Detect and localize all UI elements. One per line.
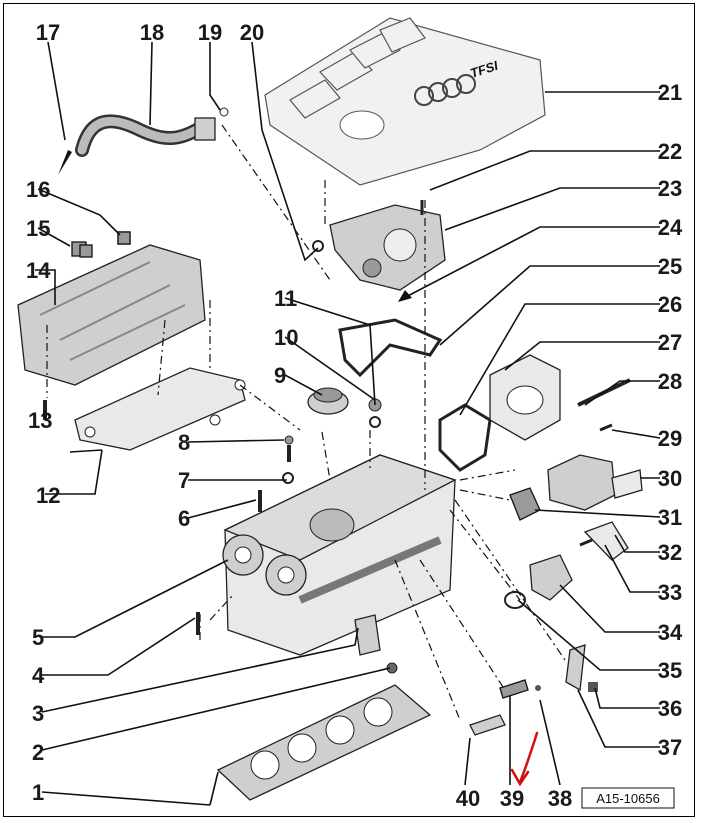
part-label-29: 29 xyxy=(658,426,682,451)
part-label-13: 13 xyxy=(28,408,52,433)
part-label-28: 28 xyxy=(658,369,682,394)
breather-hose xyxy=(75,107,229,157)
part-label-38: 38 xyxy=(548,786,572,811)
part-label-19: 19 xyxy=(198,20,222,45)
oil-separator xyxy=(329,204,446,291)
seal-gasket xyxy=(338,318,443,378)
part-label-15: 15 xyxy=(26,216,50,241)
part-label-31: 31 xyxy=(658,505,682,530)
part-label-2: 2 xyxy=(32,740,44,765)
part-label-7: 7 xyxy=(178,468,190,493)
small-parts xyxy=(43,200,613,736)
bracket xyxy=(583,521,629,561)
part-label-24: 24 xyxy=(658,215,683,240)
reference-code: A15-10656 xyxy=(596,791,660,806)
cylinder-head-cover xyxy=(17,231,206,386)
part-label-8: 8 xyxy=(178,430,190,455)
part-number-labels: 1 2 3 4 5 6 7 8 9 10 11 12 13 14 15 16 1… xyxy=(26,20,683,811)
part-label-16: 16 xyxy=(26,177,50,202)
part-label-22: 22 xyxy=(658,139,682,164)
part-label-33: 33 xyxy=(658,580,682,605)
part-label-35: 35 xyxy=(658,658,682,683)
part-label-12: 12 xyxy=(36,483,60,508)
part-label-23: 23 xyxy=(658,176,682,201)
part-label-20: 20 xyxy=(240,20,264,45)
flange xyxy=(509,487,541,521)
part-label-34: 34 xyxy=(658,620,683,645)
thermostat-housing xyxy=(504,554,573,609)
oil-filler-cap xyxy=(307,387,349,415)
part-label-21: 21 xyxy=(658,80,682,105)
part-label-36: 36 xyxy=(658,696,682,721)
part-label-25: 25 xyxy=(658,254,682,279)
assembly-lines xyxy=(46,124,566,721)
part-label-14: 14 xyxy=(26,258,51,283)
camshaft-sprockets xyxy=(222,534,307,596)
coolant-housing xyxy=(489,354,561,441)
part-label-39: 39 xyxy=(500,786,524,811)
part-label-40: 40 xyxy=(456,786,480,811)
part-label-37: 37 xyxy=(658,735,682,760)
part-label-11: 11 xyxy=(274,286,297,311)
part-label-3: 3 xyxy=(32,701,44,726)
small-bracket xyxy=(565,644,586,692)
cylinder-head-gasket xyxy=(216,684,432,801)
part-label-18: 18 xyxy=(140,20,164,45)
part-label-1: 1 xyxy=(32,780,44,805)
part-label-4: 4 xyxy=(32,663,45,688)
leader-lines xyxy=(35,41,661,806)
part-label-27: 27 xyxy=(658,330,682,355)
engine-cover: TFSI xyxy=(264,17,546,186)
part-label-17: 17 xyxy=(36,20,60,45)
audi-rings-logo xyxy=(414,74,476,106)
part-label-10: 10 xyxy=(274,325,298,350)
diagram-frame xyxy=(3,3,695,817)
part-label-6: 6 xyxy=(178,506,190,531)
red-annotation-arrow xyxy=(510,731,539,787)
part-label-30: 30 xyxy=(658,466,682,491)
part-label-26: 26 xyxy=(658,292,682,317)
reference-code-box: A15-10656 xyxy=(581,787,675,809)
valve-assembly xyxy=(547,454,643,511)
part-label-9: 9 xyxy=(274,363,286,388)
part-label-32: 32 xyxy=(658,540,682,565)
cylinder-head xyxy=(223,454,457,656)
part-label-5: 5 xyxy=(32,625,44,650)
intake-gasket xyxy=(74,367,246,451)
housing-gasket xyxy=(438,403,492,472)
